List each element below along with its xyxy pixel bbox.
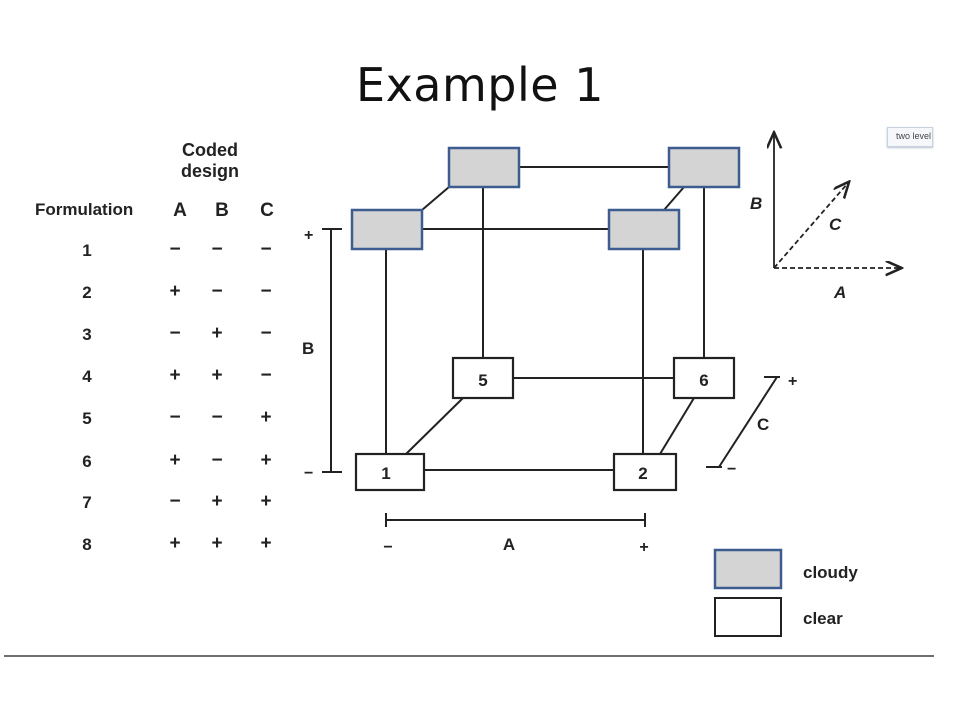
row-2-c: − <box>260 281 272 302</box>
axis-b-bracket <box>322 228 342 473</box>
axis-a-minus: − <box>383 539 392 556</box>
key-label-c: C <box>829 215 842 234</box>
row-2-a: + <box>169 281 181 302</box>
row-5-c: + <box>260 407 272 428</box>
row-8-b: + <box>211 533 223 554</box>
axis-c-plus: + <box>788 373 797 390</box>
row-4-formulation: 4 <box>82 367 92 386</box>
coded-design-table: Coded design Formulation A B C 1 − − − 2… <box>30 135 320 565</box>
slide-title: Example 1 <box>356 58 604 112</box>
row-1-formulation: 1 <box>82 241 92 260</box>
axis-c-line <box>718 376 778 468</box>
clear-node-6 <box>672 356 736 400</box>
row-8-c: + <box>260 533 272 554</box>
row-7-a: − <box>169 491 181 512</box>
edge-bottom-left-depth <box>405 397 464 455</box>
row-8-formulation: 8 <box>82 535 92 554</box>
bottom-divider <box>4 655 934 657</box>
node-6-label: 6 <box>699 371 708 390</box>
axis-a-label: A <box>503 535 515 554</box>
row-3-a: − <box>169 323 181 344</box>
cloudy-node-7 <box>447 146 521 189</box>
row-1-b: − <box>211 239 223 260</box>
row-5-b: − <box>211 407 223 428</box>
clear-node-1 <box>354 452 426 492</box>
header-factor-b: B <box>215 200 229 221</box>
axis-b-label: B <box>302 339 314 358</box>
node-5-label: 5 <box>478 371 487 390</box>
row-7-formulation: 7 <box>82 493 92 512</box>
row-3-c: − <box>260 323 272 344</box>
clear-node-5 <box>451 356 515 400</box>
row-3-b: + <box>211 323 223 344</box>
axis-c-bracket <box>706 376 780 468</box>
row-7-c: + <box>260 491 272 512</box>
node-2-label: 2 <box>638 464 647 483</box>
cloudy-node-3 <box>350 208 424 251</box>
key-arrow-c <box>773 183 848 269</box>
header-factor-c: C <box>260 200 274 221</box>
row-4-b: + <box>211 365 223 386</box>
axis-a-bracket <box>385 513 646 527</box>
legend-clear-label: clear <box>803 609 843 628</box>
row-3-formulation: 3 <box>82 325 92 344</box>
cube-edges <box>385 166 705 471</box>
axis-c-minus: − <box>727 461 736 478</box>
row-6-b: − <box>211 450 223 471</box>
cloudy-node-8 <box>667 146 741 189</box>
row-7-b: + <box>211 491 223 512</box>
legend-clear-swatch <box>714 597 782 637</box>
header-coded: Coded <box>182 140 238 160</box>
edge-bottom-right-depth <box>659 397 695 455</box>
axes-orientation-key: B C A <box>750 134 900 302</box>
key-label-a: A <box>833 283 846 302</box>
row-6-formulation: 6 <box>82 452 92 471</box>
row-1-c: − <box>260 239 272 260</box>
two-level-tag: two level <box>887 127 933 147</box>
header-factor-a: A <box>173 200 187 221</box>
legend-cloudy-swatch <box>713 548 783 590</box>
row-1-a: − <box>169 239 181 260</box>
row-4-a: + <box>169 365 181 386</box>
header-formulation: Formulation <box>35 200 134 219</box>
legend: cloudy clear <box>713 548 858 637</box>
row-2-b: − <box>211 281 223 302</box>
key-label-b: B <box>750 194 762 213</box>
row-5-formulation: 5 <box>82 409 92 428</box>
edge-top-right-depth <box>663 186 685 211</box>
edge-top-left-depth <box>421 186 450 211</box>
row-6-a: + <box>169 450 181 471</box>
row-2-formulation: 2 <box>82 283 92 302</box>
axis-b-plus: + <box>304 227 313 244</box>
axis-b-minus: − <box>304 465 313 482</box>
legend-cloudy-label: cloudy <box>803 563 858 582</box>
row-5-a: − <box>169 407 181 428</box>
row-6-c: + <box>260 450 272 471</box>
axis-a-plus: + <box>639 539 648 556</box>
clear-node-2 <box>612 452 678 492</box>
header-design: design <box>180 161 239 181</box>
cloudy-node-4 <box>607 208 681 251</box>
row-4-c: − <box>260 365 272 386</box>
axis-c-label: C <box>757 415 769 434</box>
node-1-label: 1 <box>381 464 390 483</box>
row-8-a: + <box>169 533 181 554</box>
